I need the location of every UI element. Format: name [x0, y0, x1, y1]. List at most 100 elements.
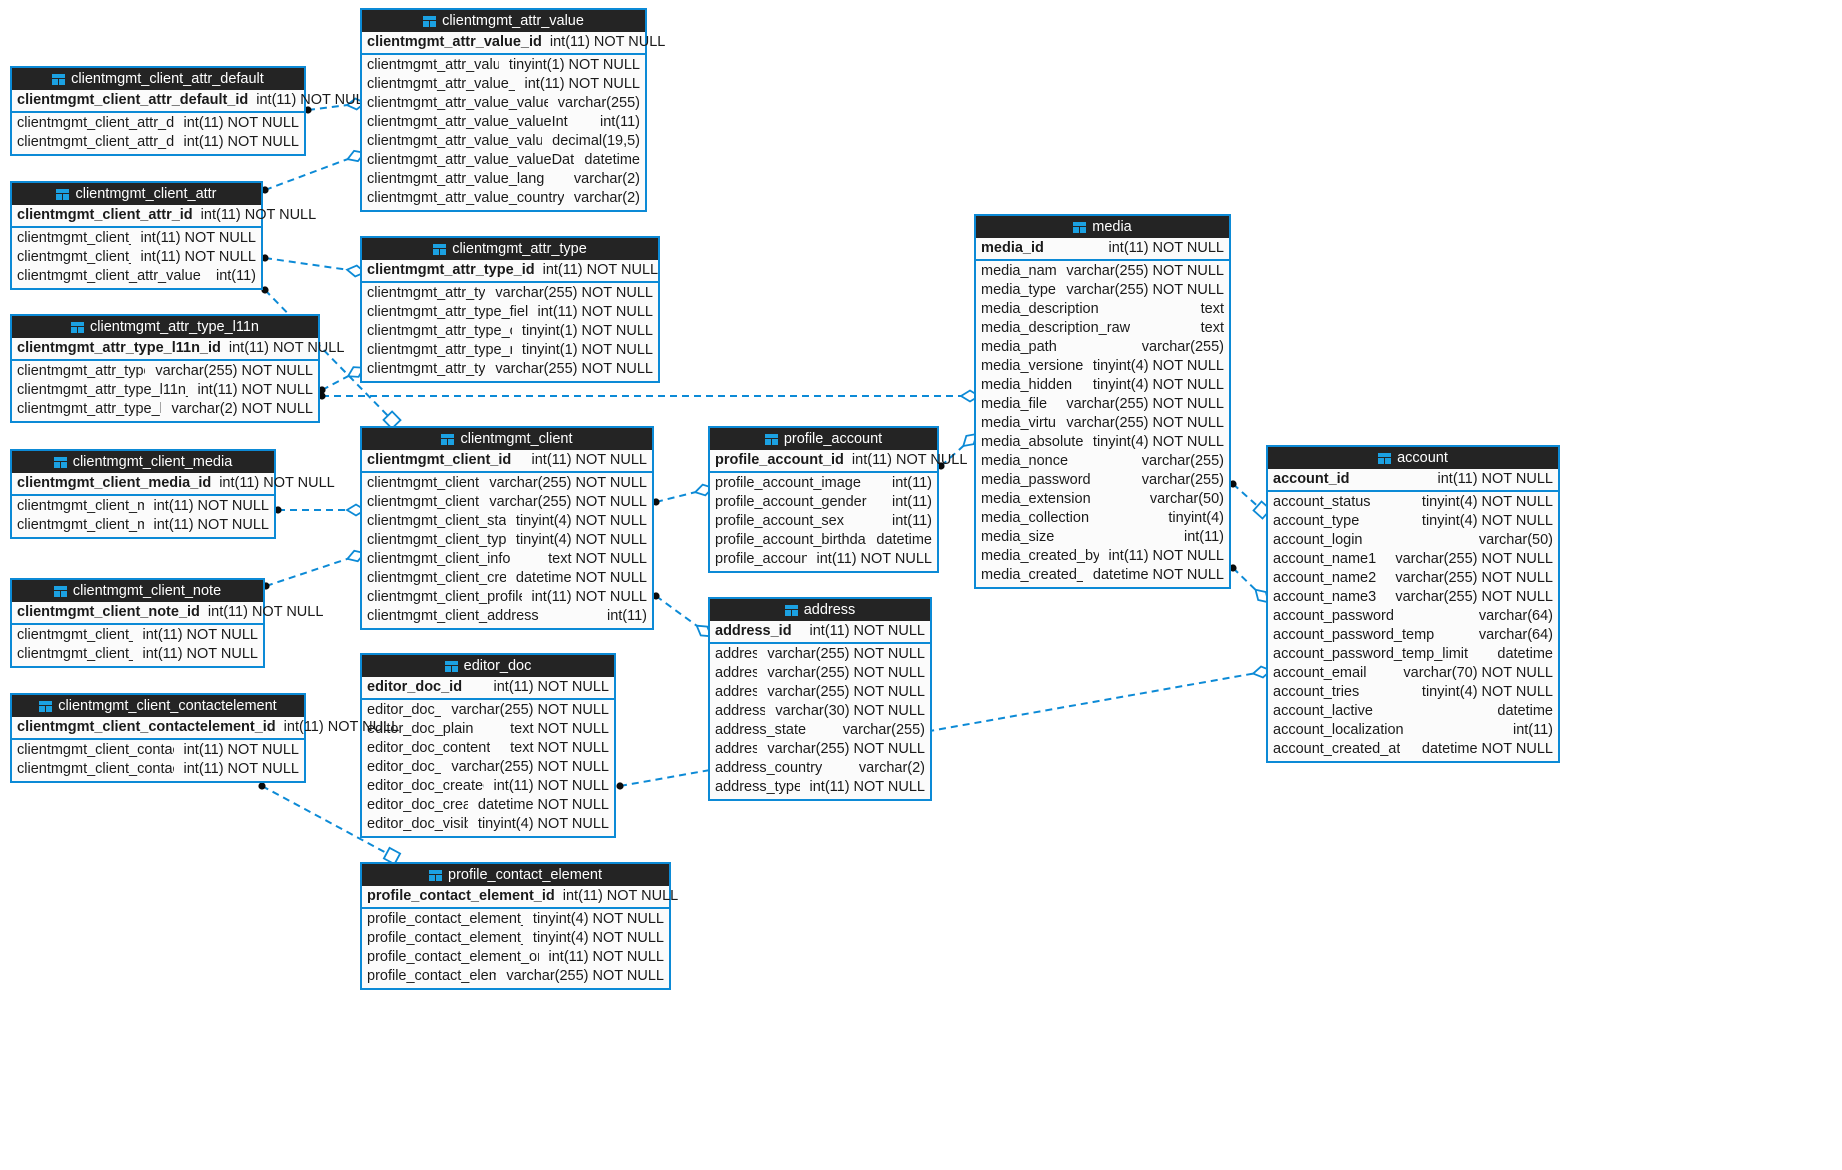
column-row[interactable]: clientmgmt_attr_type_patternvarchar(255)…: [362, 360, 658, 379]
column-row[interactable]: clientmgmt_client_note_srcint(11) NOT NU…: [12, 645, 263, 664]
column-row[interactable]: clientmgmt_attr_value_valueStrvarchar(25…: [362, 94, 645, 113]
column-row[interactable]: clientmgmt_client_novarchar(255) NOT NUL…: [362, 474, 652, 493]
column-row[interactable]: clientmgmt_attr_type_l11n_langvarchar(2)…: [12, 400, 318, 419]
column-row[interactable]: clientmgmt_client_attr_default_valueint(…: [12, 133, 304, 152]
column-row[interactable]: clientmgmt_client_note_dstint(11) NOT NU…: [12, 626, 263, 645]
column-row[interactable]: media_virtualvarchar(255) NOT NULL: [976, 414, 1229, 433]
column-row[interactable]: clientmgmt_attr_value_defaulttinyint(1) …: [362, 56, 645, 75]
column-row[interactable]: profile_contact_element_subtypetinyint(4…: [362, 929, 669, 948]
column-row[interactable]: clientmgmt_attr_type_customtinyint(1) NO…: [362, 322, 658, 341]
column-row[interactable]: clientmgmt_attr_type_namevarchar(255) NO…: [362, 284, 658, 303]
column-row[interactable]: clientmgmt_client_media_srcint(11) NOT N…: [12, 516, 274, 535]
column-row[interactable]: clientmgmt_attr_type_requiredtinyint(1) …: [362, 341, 658, 360]
column-row[interactable]: profile_account_accountint(11) NOT NULL: [710, 550, 937, 569]
column-row[interactable]: clientmgmt_client_contactelement_dstint(…: [12, 741, 304, 760]
column-row[interactable]: address_additionvarchar(255) NOT NULL: [710, 664, 930, 683]
column-row[interactable]: profile_contact_element_orderint(11) NOT…: [362, 948, 669, 967]
column-row[interactable]: address_postalvarchar(30) NOT NULL: [710, 702, 930, 721]
column-row[interactable]: clientmgmt_attr_type_l11n_titlevarchar(2…: [12, 362, 318, 381]
column-row[interactable]: clientmgmt_attr_value_valueDecdecimal(19…: [362, 132, 645, 151]
column-row[interactable]: address_namevarchar(255) NOT NULL: [710, 645, 930, 664]
column-row[interactable]: editor_doc_visibletinyint(4) NOT NULL: [362, 815, 614, 834]
column-row[interactable]: editor_doc_titlevarchar(255) NOT NULL: [362, 701, 614, 720]
column-row[interactable]: address_cityvarchar(255) NOT NULL: [710, 740, 930, 759]
column-row[interactable]: clientmgmt_client_contactelement_srcint(…: [12, 760, 304, 779]
